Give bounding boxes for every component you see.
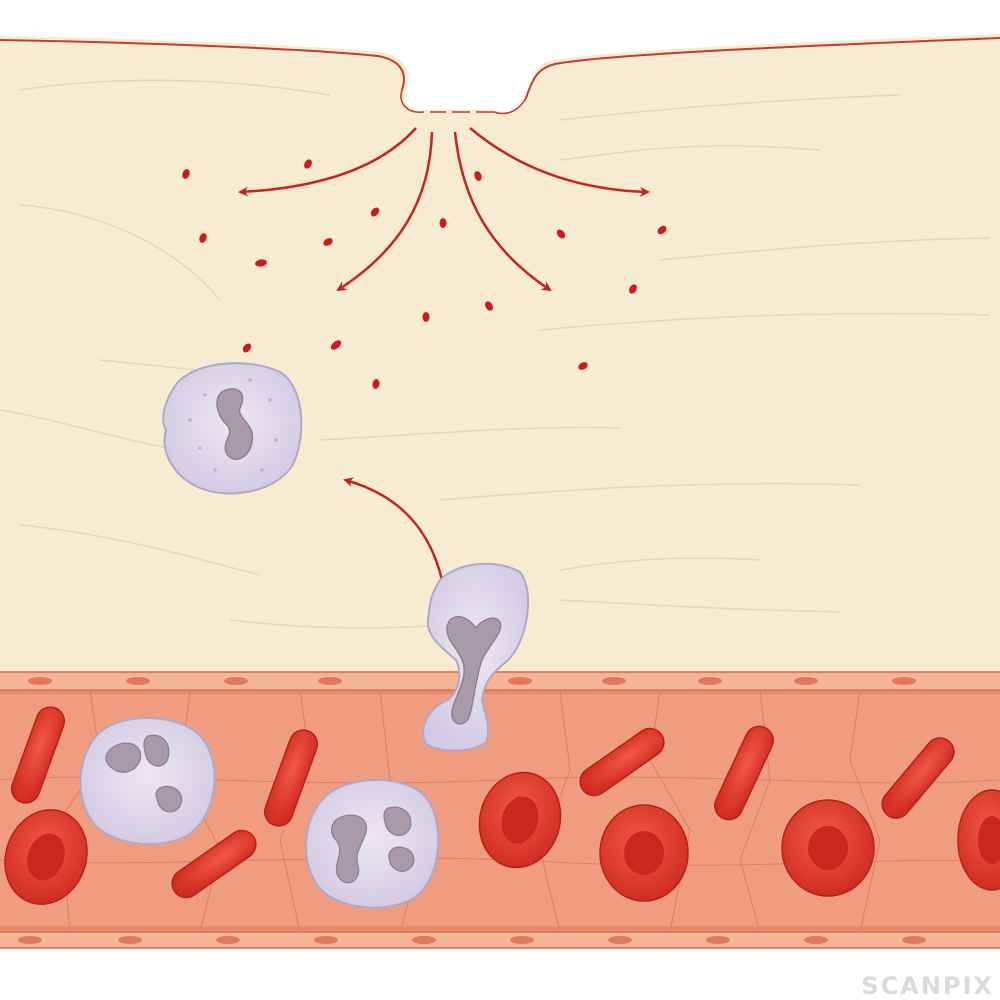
arrow-icon: [469, 127, 650, 197]
signal-molecule-icon: [556, 229, 566, 239]
signal-molecule-icon: [439, 218, 447, 228]
signal-molecule-icon: [304, 159, 312, 169]
red-blood-cell-icon: [171, 829, 257, 899]
white-blood-cell-icon: [305, 779, 440, 909]
red-blood-cell-icon: [957, 789, 1000, 891]
nucleus: [388, 846, 415, 872]
signal-molecule-icon: [578, 362, 588, 370]
vessel-lining-bottom: [0, 932, 1000, 948]
red-blood-cell-icon: [599, 804, 689, 902]
red-blood-cell-icon: [263, 729, 319, 827]
white-blood-cell-migrating: [422, 562, 530, 752]
red-blood-cell-icon: [781, 799, 875, 897]
nucleus: [216, 388, 254, 460]
vessel-lining-top: [0, 672, 1000, 690]
nucleus: [330, 814, 368, 884]
tissue-fibers: [0, 79, 991, 629]
signal-molecule-icon: [474, 171, 482, 181]
signal-molecule-icon: [372, 379, 380, 389]
nucleus: [105, 742, 142, 773]
signal-molecule-icon: [255, 259, 267, 267]
signal-molecule-icon: [323, 238, 333, 246]
signal-molecule-icon: [422, 312, 430, 322]
white-blood-cell-vessel-2: [305, 779, 440, 909]
nucleus: [155, 785, 183, 813]
red-blood-cell-icon: [478, 771, 562, 869]
arrow-icon: [336, 131, 434, 292]
signal-molecule-icon: [242, 343, 252, 353]
signal-molecule-icon: [657, 225, 667, 235]
red-blood-cells: [4, 706, 1000, 905]
nucleus: [143, 734, 170, 767]
nucleus: [446, 616, 502, 725]
signal-molecule-icon: [629, 284, 637, 294]
white-blood-cell-tissue: [162, 362, 303, 495]
wound-edge: [400, 89, 527, 115]
red-blood-cell-icon: [579, 727, 665, 797]
signal-molecule-icon: [485, 301, 493, 311]
red-blood-cell-icon: [10, 706, 66, 804]
signal-molecule-icon: [370, 207, 380, 217]
signal-arrows: [238, 127, 650, 581]
arrow-icon: [343, 477, 444, 581]
red-blood-cell-icon: [4, 809, 88, 905]
tissue-area: [0, 34, 1000, 680]
arrow-icon: [238, 127, 417, 197]
signal-molecules: [182, 159, 667, 389]
skin-surface-line: [0, 37, 1000, 99]
signal-molecule-icon: [330, 340, 342, 350]
signal-molecule-icon: [182, 169, 190, 179]
red-blood-cell-icon: [714, 725, 774, 821]
arrow-icon: [453, 131, 552, 292]
red-blood-cell-icon: [881, 737, 955, 819]
white-blood-cell-vessel-1: [79, 717, 216, 846]
watermark: SCANPIX: [861, 972, 994, 1000]
signal-molecule-icon: [199, 233, 207, 243]
nucleus: [383, 806, 412, 836]
